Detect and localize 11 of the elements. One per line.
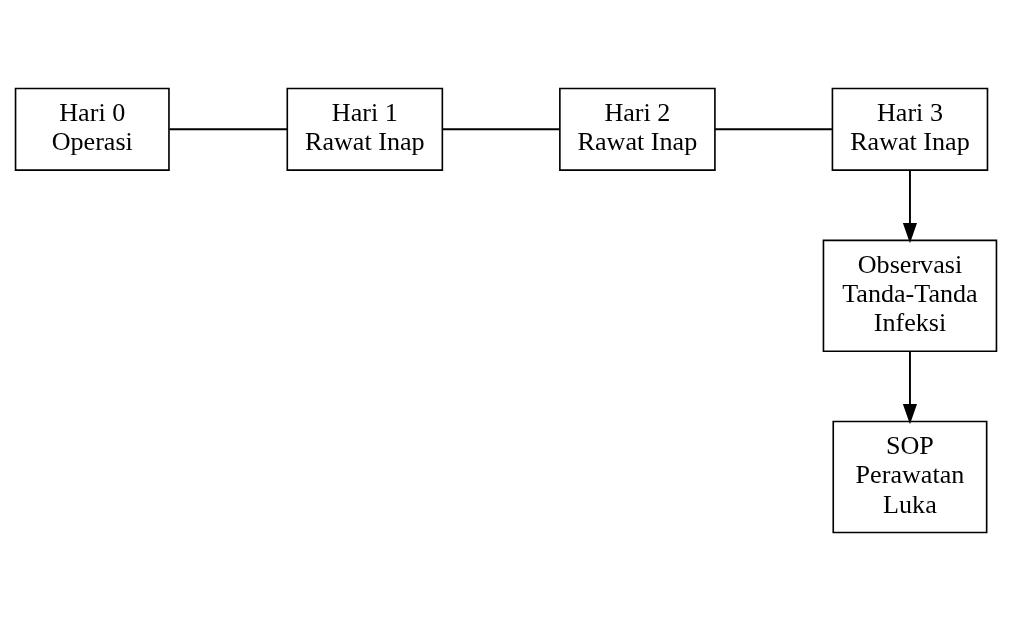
node-box: Hari 3 Rawat Inap — [831, 87, 988, 171]
arrow — [902, 350, 917, 424]
arrow — [902, 169, 917, 243]
connector — [441, 127, 561, 130]
node-box: Observasi Tanda-Tanda Infeksi — [822, 239, 997, 352]
node-box: Hari 2 Rawat Inap — [558, 87, 716, 171]
node-box: Hari 1 Rawat Inap — [285, 87, 443, 171]
connector — [167, 127, 288, 130]
connector — [713, 127, 833, 130]
node-box: SOP Perawatan Luka — [831, 420, 987, 533]
node-box: Hari 0 Operasi — [14, 87, 170, 171]
